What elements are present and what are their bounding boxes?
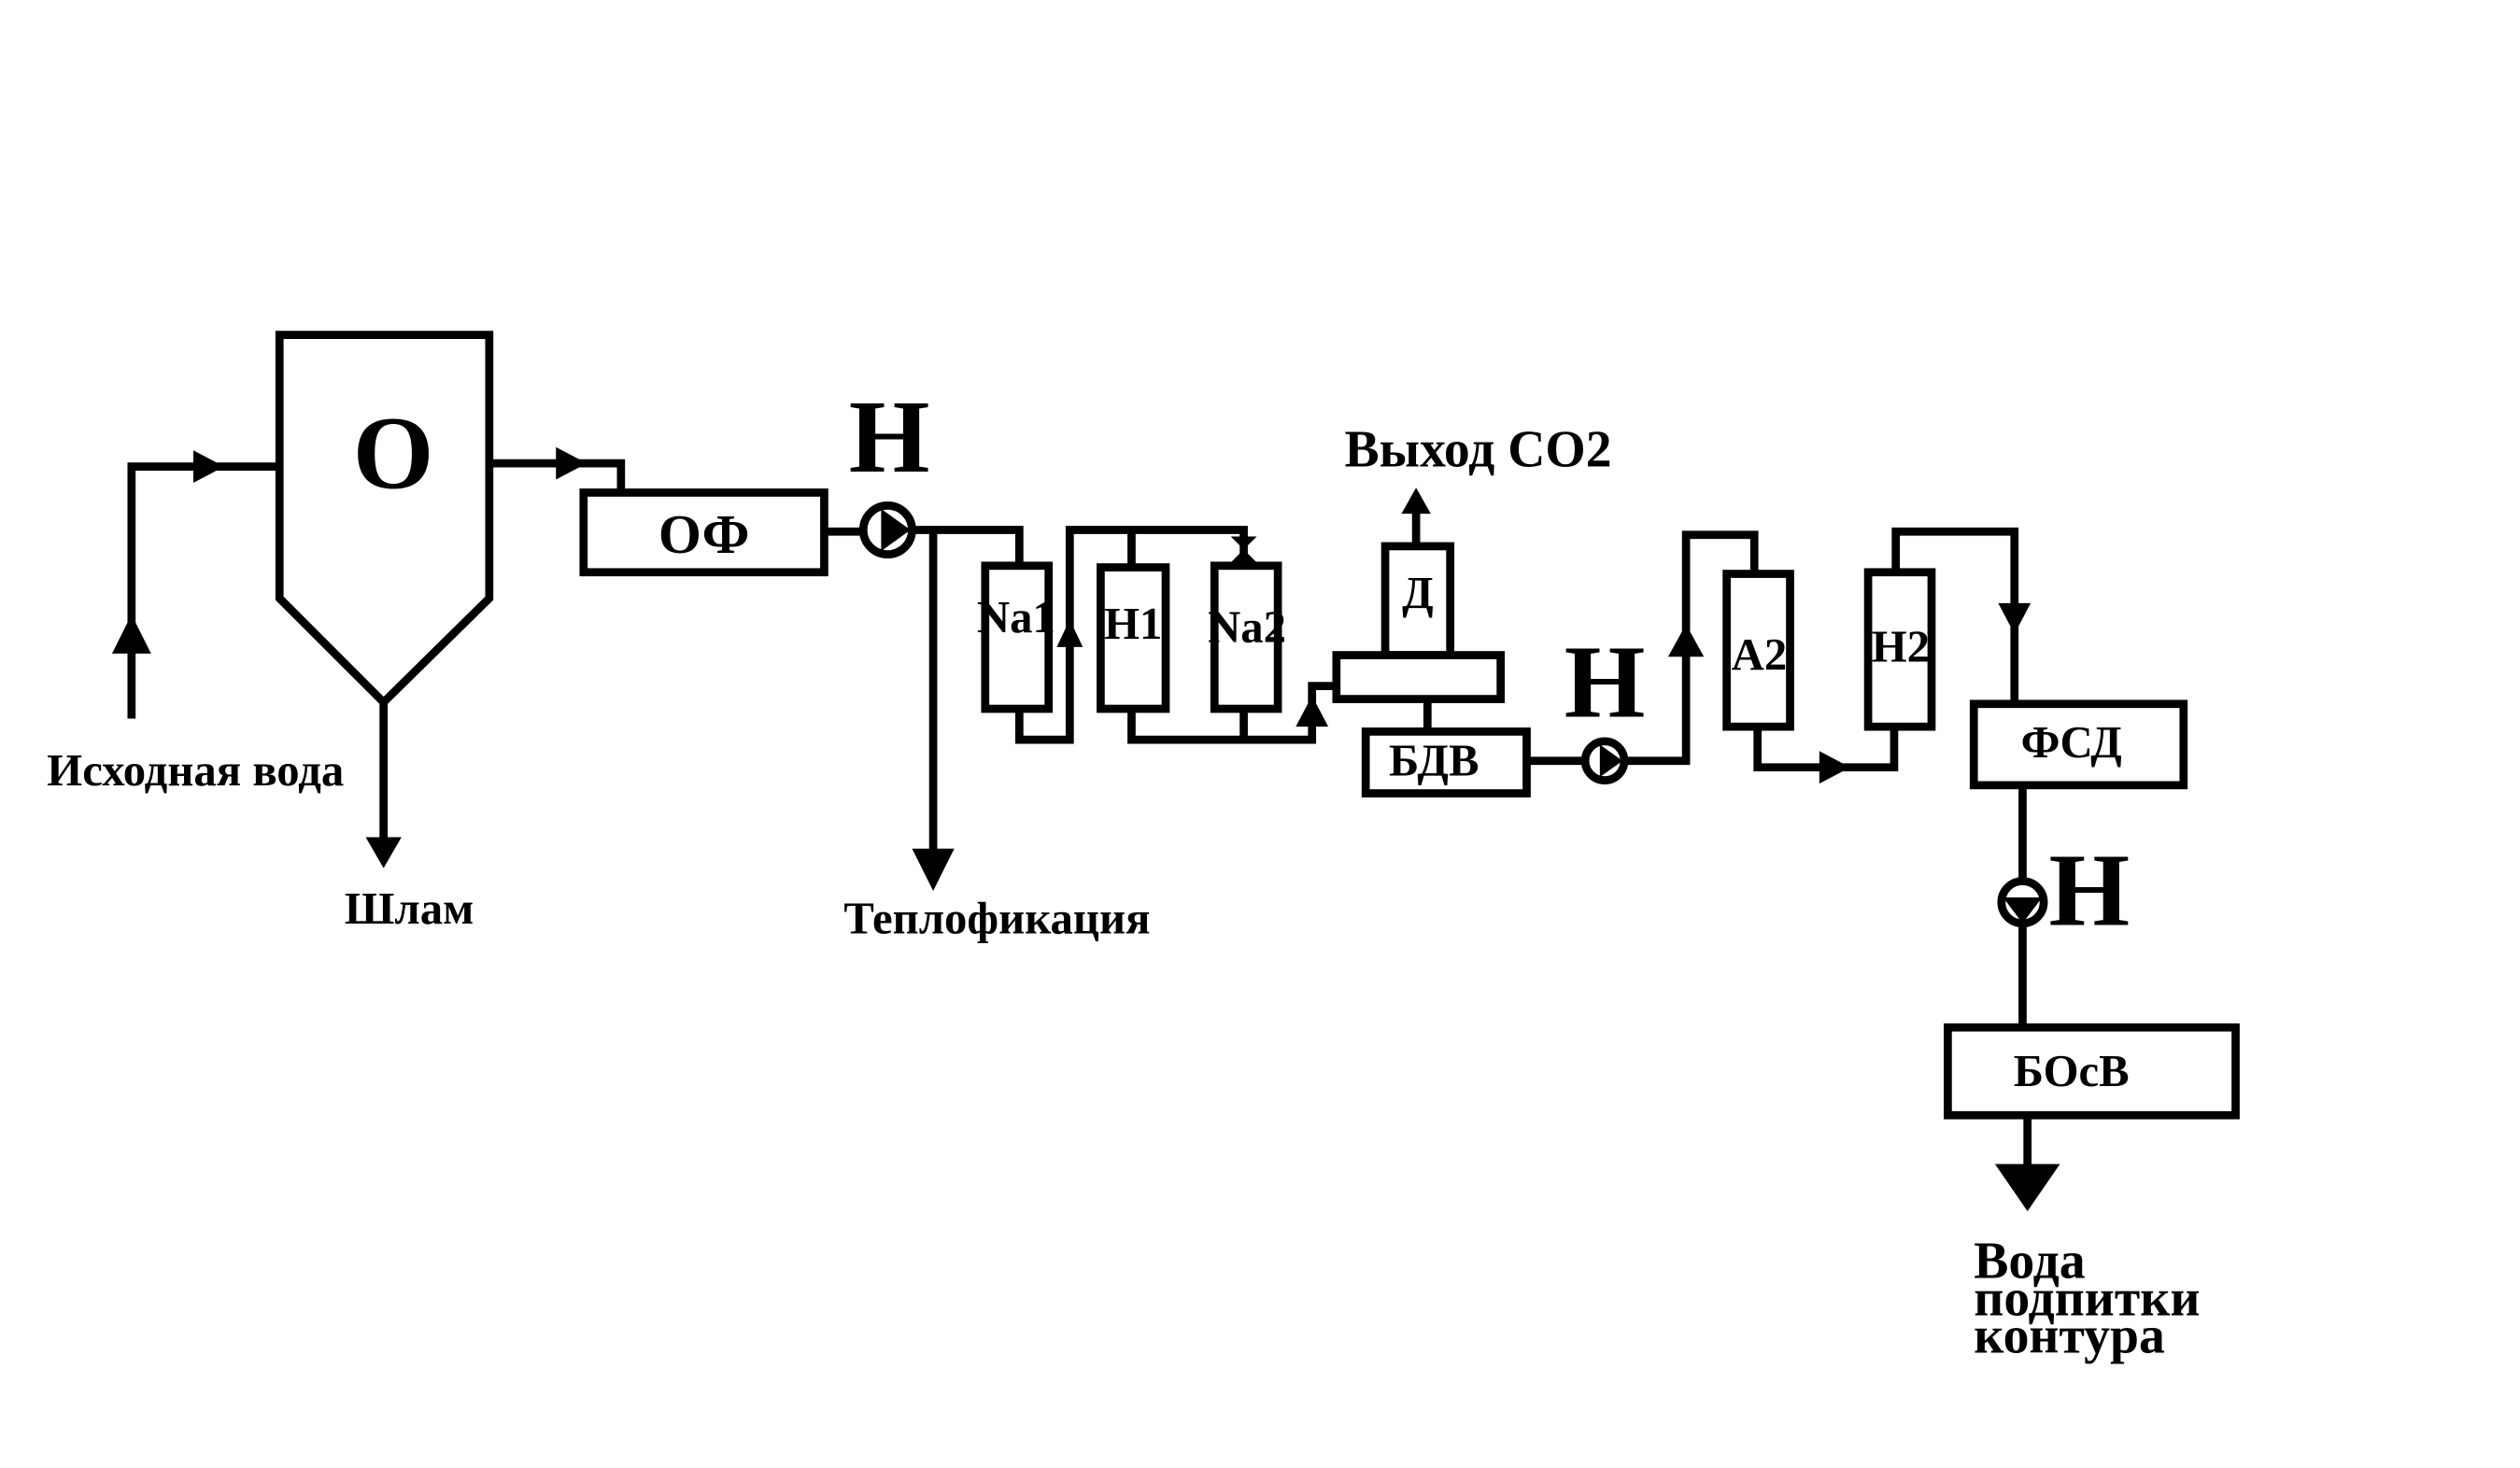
pump-3-label: Н (2049, 834, 2131, 949)
valve-icon (1230, 536, 1257, 563)
bdv-label: БДВ (1389, 735, 1479, 785)
bdv-box (1361, 727, 1531, 798)
a2-filter: А2 (1722, 570, 1794, 731)
pump-3-impeller-icon (2003, 896, 2043, 924)
mech-filter-box (579, 488, 828, 577)
settler: О (275, 331, 494, 709)
a2-box (1722, 570, 1794, 731)
fsd-box (1969, 699, 2188, 790)
h1-label: Н1 (1104, 599, 1162, 649)
na1-box (981, 561, 1054, 713)
arrow-up-co2-icon (1401, 487, 1431, 515)
pump-1-impeller-icon (881, 508, 911, 552)
degasser-label: Д (1402, 568, 1434, 618)
pipe-source-water (127, 462, 280, 719)
fsd-filter: ФСД (1969, 699, 2188, 790)
arrow-down-fsd-icon (1998, 602, 2032, 634)
h2-label: Н2 (1872, 622, 1930, 672)
arrow-up-na1-icon (1056, 619, 1083, 647)
flow-arrows (111, 446, 2060, 1211)
arrow-down-sludge-icon (365, 837, 402, 868)
heating-label: Теплофикация (843, 893, 1150, 943)
arrow-up-a2-icon (1667, 624, 1705, 657)
sludge-label: Шлам (345, 883, 474, 934)
arrow-right-inlet-icon (192, 450, 225, 484)
arrow-up-degasser-icon (1295, 696, 1329, 727)
pipe-pump2-to-a2 (1623, 530, 1759, 766)
fsd-label: ФСД (2021, 717, 2122, 768)
pump-2-impeller-icon (1599, 744, 1623, 778)
pump-3: Н (1997, 834, 2131, 949)
na2-box (1210, 561, 1282, 713)
settler-body (275, 331, 494, 709)
na2-filter: Na2 (1208, 561, 1286, 713)
na2-label: Na2 (1208, 602, 1286, 653)
settler-label: О (353, 396, 434, 511)
h2-filter: Н2 (1863, 568, 1936, 731)
bdv-tank: БДВ (1361, 727, 1531, 798)
arrow-right-h2-icon (1819, 751, 1850, 784)
pipe-collector (1127, 682, 1337, 744)
bosv-tank: БОсВ (1944, 1023, 2240, 1120)
makeup-water-label-line3: контура (1974, 1306, 2165, 1364)
makeup-water-label-line1: Вода (1974, 1232, 2085, 1290)
pump-2: Н (1564, 626, 1646, 784)
pump-2-label: Н (1564, 626, 1646, 741)
pump-1-label: Н (849, 380, 930, 495)
pipe-pump1-to-na1 (912, 526, 1024, 566)
mech-filter: ОФ (579, 488, 828, 577)
arrow-right-settler-out-icon (556, 446, 588, 480)
bosv-label: БОсВ (2014, 1046, 2130, 1096)
source-water-label: Исходная вода (47, 745, 344, 796)
pump-1: Н (849, 380, 930, 558)
h1-filter: Н1 (1097, 563, 1170, 713)
pipe-settler-to-filter (488, 459, 626, 493)
makeup-water-label-line2: подпитки (1974, 1269, 2200, 1327)
mech-filter-label: ОФ (658, 503, 750, 565)
arrow-up-source-icon (111, 614, 151, 654)
h2-box (1863, 568, 1936, 731)
pipelines (127, 459, 2032, 1171)
bosv-box (1944, 1023, 2240, 1120)
arrow-down-makeup-icon (1994, 1164, 2060, 1211)
a2-label: А2 (1732, 629, 1788, 680)
arrow-down-heating-icon (912, 848, 955, 891)
co2-out-label: Выход СО2 (1345, 421, 1612, 479)
na1-label: Na1 (977, 592, 1055, 642)
na1-filter: Na1 (977, 561, 1055, 713)
h1-box (1097, 563, 1170, 713)
degasser: Д (1332, 542, 1505, 703)
degasser-tank (1332, 651, 1505, 703)
